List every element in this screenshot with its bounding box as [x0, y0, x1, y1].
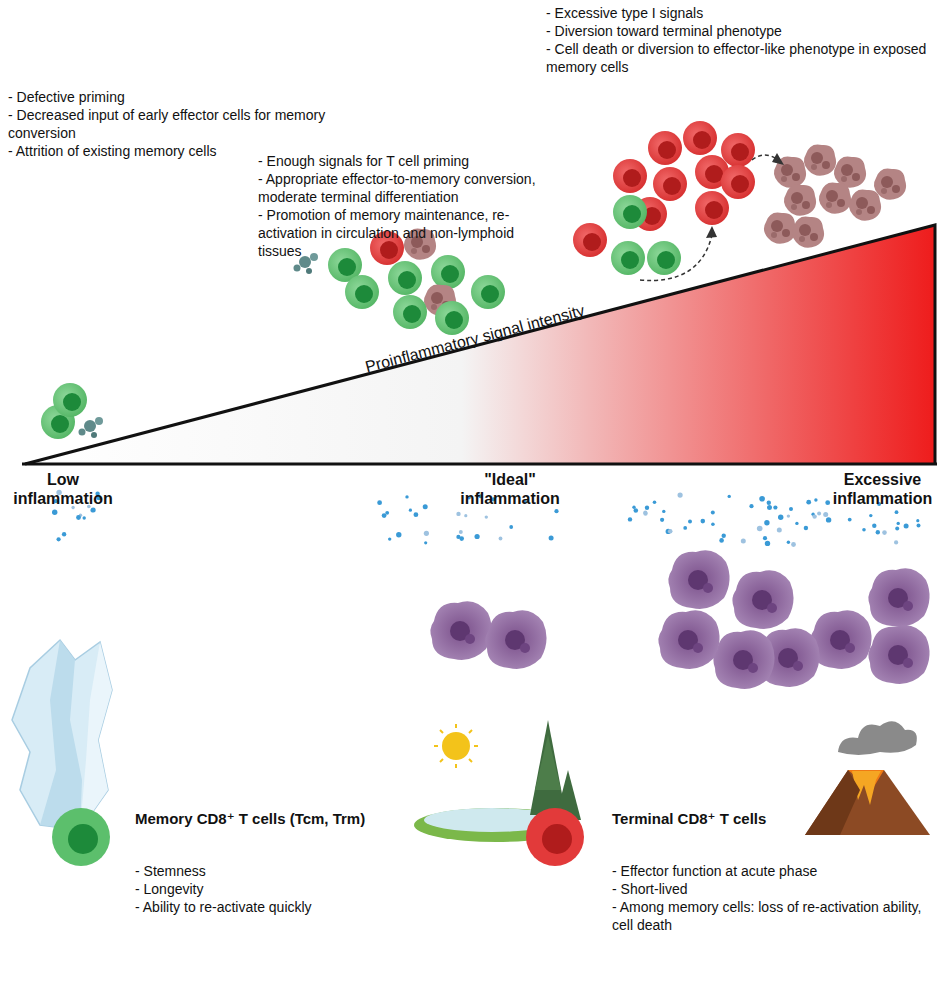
- legend-text: Terminal CD8⁺ T cells: [612, 810, 942, 828]
- legend-text: Memory CD8⁺ T cells (Tcm, Trm): [135, 810, 435, 828]
- note-text: - Appropriate effector-to-memory convers…: [258, 170, 558, 206]
- note-text: - Among memory cells: loss of re-activat…: [612, 898, 942, 934]
- note-text: - Defective priming: [8, 88, 348, 106]
- level-label: "Ideal" inflammation: [440, 470, 580, 508]
- note-text: - Decreased input of early effector cell…: [8, 106, 338, 142]
- note-text: - Cell death or diversion to effector-li…: [546, 40, 941, 76]
- note-text: - Short-lived: [612, 880, 942, 898]
- note-text: - Stemness: [135, 862, 435, 880]
- legend-swatch: [52, 808, 110, 866]
- level-label: Low inflammation: [8, 470, 118, 508]
- level-label: Excessive inflammation: [820, 470, 945, 508]
- legend-swatch: [526, 808, 584, 866]
- note-text: - Promotion of memory maintenance, re-ac…: [258, 206, 558, 260]
- note-text: - Diversion toward terminal phenotype: [546, 22, 941, 40]
- note-text: - Enough signals for T cell priming: [258, 152, 558, 170]
- note-text: - Effector function at acute phase: [612, 862, 942, 880]
- cell-nucleus: [542, 824, 572, 854]
- note-text: - Excessive type I signals: [546, 4, 941, 22]
- note-text: - Ability to re-activate quickly: [135, 898, 435, 916]
- note-text: - Longevity: [135, 880, 435, 898]
- cell-nucleus: [68, 824, 98, 854]
